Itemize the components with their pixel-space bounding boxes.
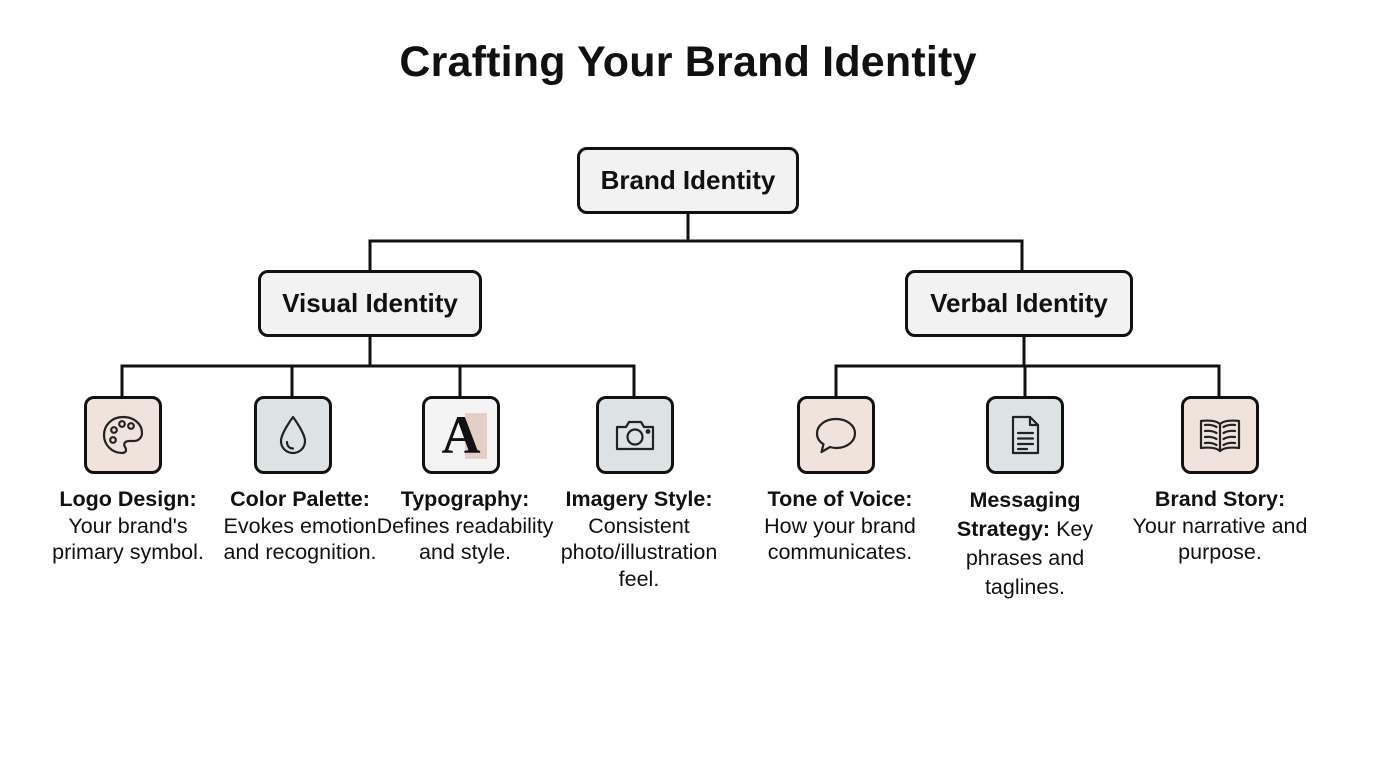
caption-text: Consistent photo/illustration feel. [560,513,718,591]
group-node-label: Verbal Identity [930,288,1108,318]
diagram-title: Crafting Your Brand Identity [399,38,977,86]
typography-accent-swatch [465,413,487,459]
messaging-strategy-caption: Messaging Strategy: Key phrases and tagl… [940,486,1110,602]
droplet-icon [279,415,307,455]
caption-text: Your brand's primary symbol. [52,513,204,565]
typography-icon-box: A [422,396,500,474]
camera-icon [615,420,655,451]
caption-heading: Tone of Voice: [767,487,913,511]
logo-design-icon-box [84,396,162,474]
connector-root-to-groups [368,212,1024,271]
tone-of-voice-icon-box [797,396,875,474]
connector-verbal-to-items [834,336,1221,397]
brand-story-icon-box [1181,396,1259,474]
group-node-visual-identity: Visual Identity [258,270,482,337]
connector-visual-to-items [120,336,636,397]
group-node-verbal-identity: Verbal Identity [905,270,1133,337]
palette-icon [102,415,144,455]
caption-heading: Messaging Strategy: [956,488,1081,541]
speech-bubble-icon [815,417,857,454]
caption-text: Your narrative and purpose. [1132,513,1308,565]
typography-a-icon: A [441,405,481,465]
logo-design-caption: Logo Design: Your brand's primary symbol… [33,486,223,566]
root-node-label: Brand Identity [600,165,776,195]
imagery-style-icon-box [596,396,674,474]
open-book-icon [1199,419,1241,453]
color-palette-caption: Color Palette: Evokes emotion and recogn… [205,486,395,566]
caption-heading: Brand Story: [1154,487,1286,511]
root-node-brand-identity: Brand Identity [577,147,799,214]
color-palette-icon-box [254,396,332,474]
caption-text: Defines readability and style. [376,513,554,565]
caption-heading: Logo Design: [59,487,197,511]
caption-heading: Imagery Style: [565,487,713,511]
caption-text: How your brand communicates. [764,513,916,565]
typography-caption: Typography: Defines readability and styl… [370,486,560,566]
tone-of-voice-caption: Tone of Voice: How your brand communicat… [745,486,935,566]
messaging-strategy-icon-box [986,396,1064,474]
document-icon [1011,415,1040,455]
imagery-style-caption: Imagery Style: Consistent photo/illustra… [539,486,739,592]
caption-heading: Color Palette: [230,487,370,511]
group-node-label: Visual Identity [282,288,458,318]
caption-text: Evokes emotion and recognition. [223,513,377,565]
caption-text: Key phrases and taglines. [965,517,1094,599]
caption-heading: Typography: [400,487,530,511]
brand-story-caption: Brand Story: Your narrative and purpose. [1130,486,1310,566]
